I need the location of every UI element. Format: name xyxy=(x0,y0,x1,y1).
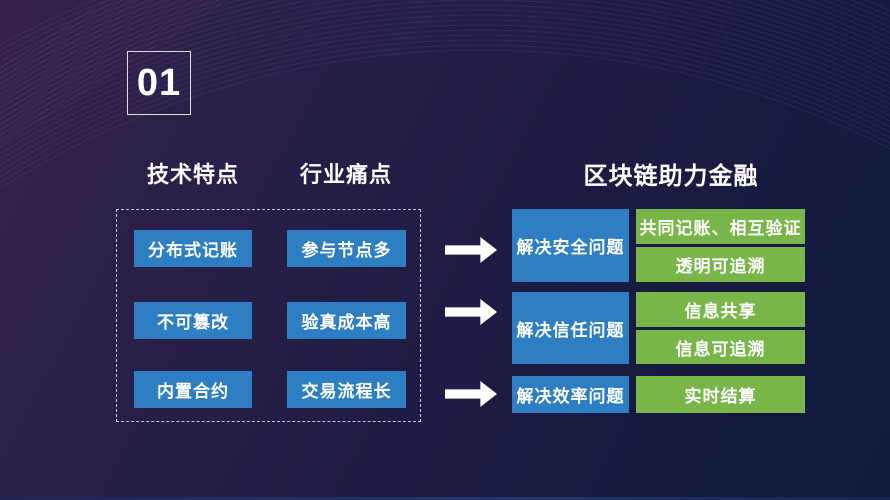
solution-box-security: 解决安全问题 xyxy=(512,209,629,282)
solution-box-efficiency: 解决效率问题 xyxy=(512,376,629,413)
tech-feature-box-immutable: 不可篡改 xyxy=(134,302,252,339)
tech-feature-box-distributed-ledger: 分布式记账 xyxy=(134,230,252,267)
solution-box-trust: 解决信任问题 xyxy=(512,292,629,364)
tech-feature-box-smart-contract: 内置合约 xyxy=(134,371,252,408)
industry-pain-header: 行业痛点 xyxy=(299,162,392,187)
section-number-badge: 01 xyxy=(127,51,191,115)
result-box-joint-ledger-mutual-verification: 共同记账、相互验证 xyxy=(636,209,805,244)
pain-box-high-verification-cost: 验真成本高 xyxy=(287,302,406,339)
result-box-information-traceable: 信息可追溯 xyxy=(636,330,805,364)
block-arrow-right-icon xyxy=(445,381,497,407)
bottom-accent-bar xyxy=(0,497,890,500)
pain-box-long-transaction-flow: 交易流程长 xyxy=(287,371,406,408)
features-pains-dashed-container xyxy=(116,209,421,422)
blockchain-finance-header: 区块链助力金融 xyxy=(583,163,759,190)
result-box-transparent-traceable: 透明可追溯 xyxy=(636,247,805,282)
result-box-realtime-settlement: 实时结算 xyxy=(636,376,805,413)
block-arrow-right-icon xyxy=(445,237,497,263)
pain-box-many-nodes: 参与节点多 xyxy=(287,230,406,267)
tech-features-header: 技术特点 xyxy=(146,162,239,187)
section-number-label: 01 xyxy=(136,61,182,104)
block-arrow-right-icon xyxy=(445,299,497,325)
result-box-information-sharing: 信息共享 xyxy=(636,292,805,327)
